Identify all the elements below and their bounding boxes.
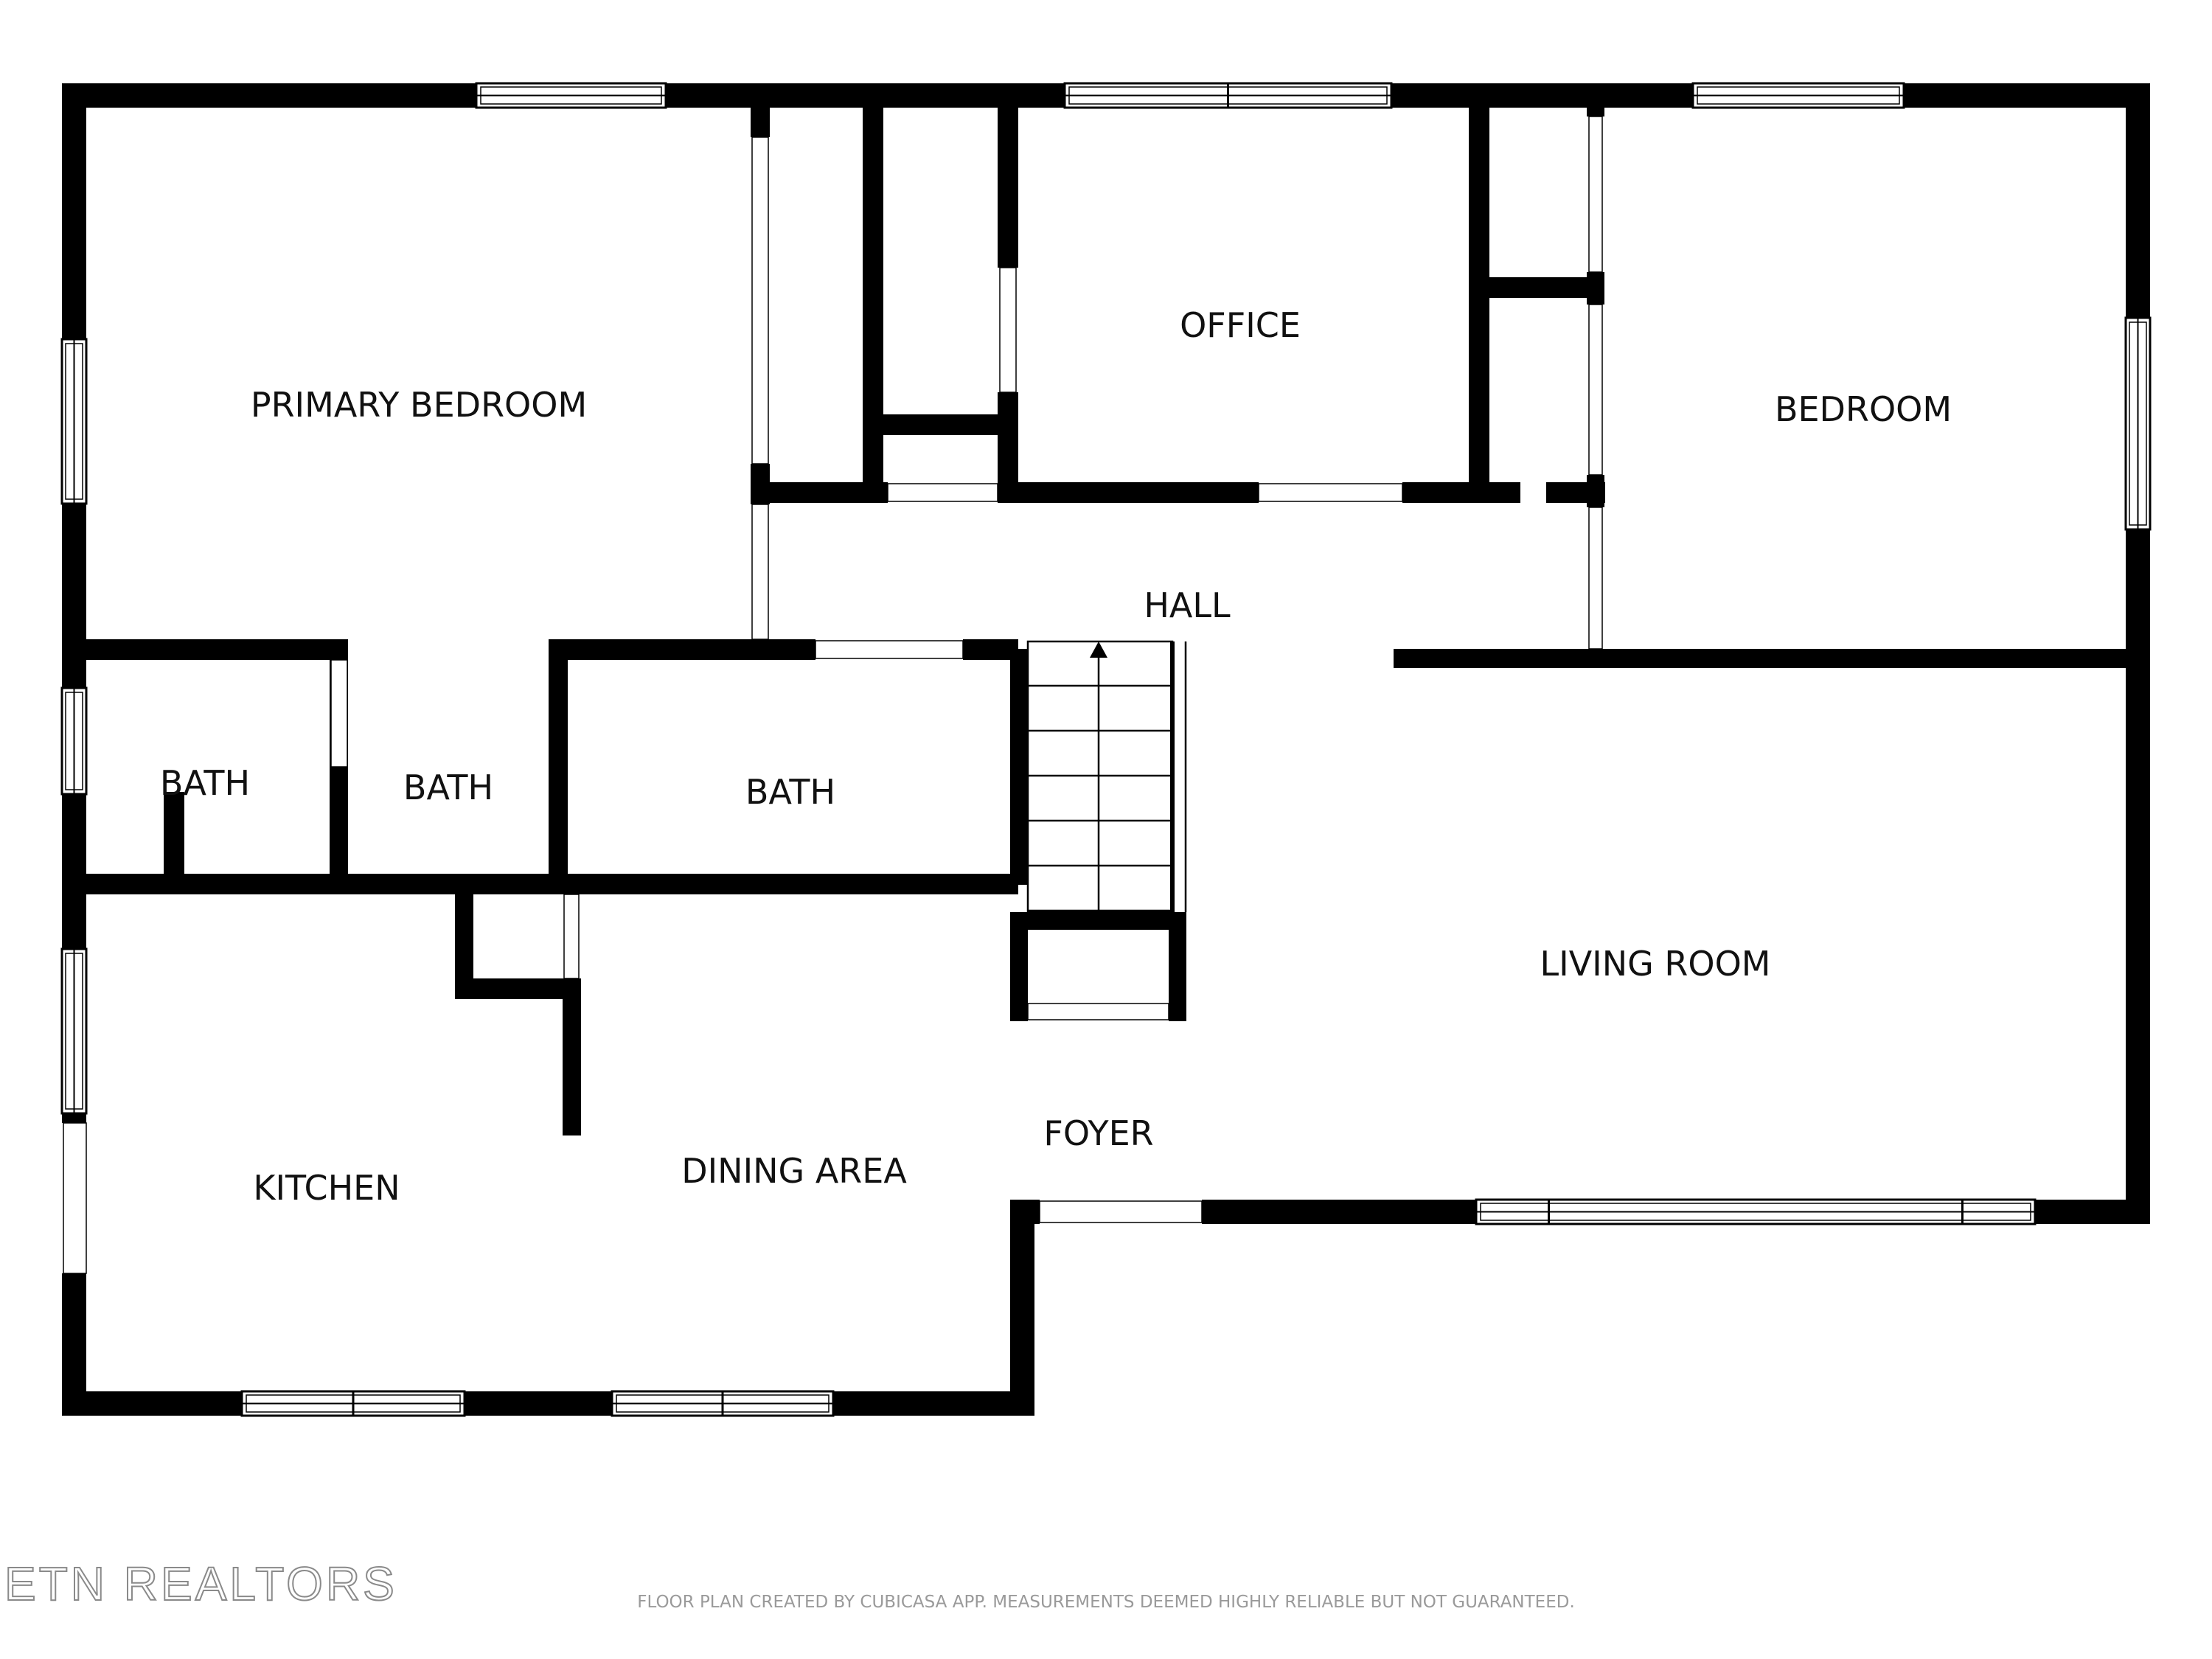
room-label-hall: HALL <box>1144 585 1231 625</box>
window-frame <box>65 343 83 500</box>
room-label-living-room: LIVING ROOM <box>1540 944 1771 984</box>
room-label-bath-right: BATH <box>745 772 835 812</box>
wall-segment <box>833 1391 1034 1416</box>
wall-segment <box>751 482 888 503</box>
wall-segment <box>1587 272 1604 305</box>
wall-segment <box>62 1273 86 1416</box>
wall-segment <box>1010 649 1028 885</box>
wall-segment <box>455 874 473 999</box>
brand-logo: ETN REALTORS <box>4 1557 397 1610</box>
wall-segment <box>455 978 573 999</box>
wall-segment <box>465 1391 612 1416</box>
window-frame <box>480 86 662 105</box>
wall-segment <box>62 83 476 108</box>
wall-segment <box>1010 1200 1034 1413</box>
door-opening <box>815 640 964 659</box>
wall-segment <box>1587 83 1604 116</box>
wall-segment <box>1010 912 1028 1021</box>
wall-segment <box>549 639 568 883</box>
wall-segment <box>164 792 184 881</box>
stair-outline <box>1026 640 1174 914</box>
wall-segment <box>1169 912 1186 1021</box>
door-opening <box>1588 507 1603 650</box>
wall-segment <box>998 83 1018 268</box>
door-opening <box>751 504 769 640</box>
wall-segment <box>1391 83 1693 108</box>
wall-segment <box>330 767 348 881</box>
room-label-dining-area: DINING AREA <box>681 1151 907 1191</box>
door-opening <box>1588 116 1603 273</box>
window-frame <box>65 953 83 1110</box>
wall-segment <box>998 392 1018 485</box>
window-frame <box>65 692 83 790</box>
walls <box>62 83 2150 1416</box>
wall-segment <box>62 794 86 949</box>
wall-segment <box>86 639 348 660</box>
wall-segment <box>86 874 1018 894</box>
door-opening <box>751 136 769 465</box>
room-label-kitchen: KITCHEN <box>253 1168 400 1208</box>
wall-segment <box>62 1113 86 1123</box>
wall-segment <box>2126 83 2150 318</box>
window-frame <box>2129 321 2147 526</box>
wall-segment <box>1587 475 1604 507</box>
wall-segment <box>1480 277 1600 298</box>
window-frame <box>1697 86 1900 105</box>
door-opening <box>563 894 580 979</box>
room-label-foyer: FOYER <box>1043 1113 1153 1153</box>
wall-segment <box>963 639 1018 660</box>
wall-segment <box>563 978 581 1135</box>
stair-direction-arrow <box>1090 641 1107 658</box>
room-label-primary-bedroom: PRIMARY BEDROOM <box>251 385 587 425</box>
staircase <box>1026 640 1187 914</box>
footer-disclaimer: FLOOR PLAN CREATED BY CUBICASA APP. MEAS… <box>637 1593 1575 1612</box>
room-label-office: OFFICE <box>1180 305 1301 345</box>
wall-segment <box>62 83 86 339</box>
wall-segment <box>863 414 1018 435</box>
wall-segment <box>1469 98 1489 503</box>
wall-segment <box>62 1391 242 1416</box>
door-opening <box>330 659 348 768</box>
wall-segment <box>751 83 770 137</box>
door-opening <box>1039 1200 1203 1223</box>
door-opening <box>1588 304 1603 476</box>
wall-segment <box>1394 649 2150 668</box>
wall-segment <box>549 639 815 660</box>
door-opening <box>887 483 998 502</box>
wall-segment <box>2035 1200 2150 1224</box>
openings <box>60 82 2152 1417</box>
wall-segment <box>1402 482 1520 503</box>
door-opening <box>1258 483 1403 502</box>
wall-segment <box>1904 83 2150 108</box>
wall-segment <box>998 482 1259 503</box>
room-label-bedroom: BEDROOM <box>1775 389 1952 429</box>
room-label-bath-left: BATH <box>160 763 250 803</box>
door-opening <box>1027 1003 1169 1020</box>
room-label-bath-middle: BATH <box>403 768 493 807</box>
door-opening <box>999 267 1017 393</box>
wall-segment <box>1202 1200 1476 1224</box>
wall-segment <box>2126 529 2150 1224</box>
wall-segment <box>1010 912 1186 930</box>
window-frame <box>1480 1203 2031 1221</box>
door-opening <box>63 1122 87 1274</box>
wall-segment <box>62 504 86 688</box>
